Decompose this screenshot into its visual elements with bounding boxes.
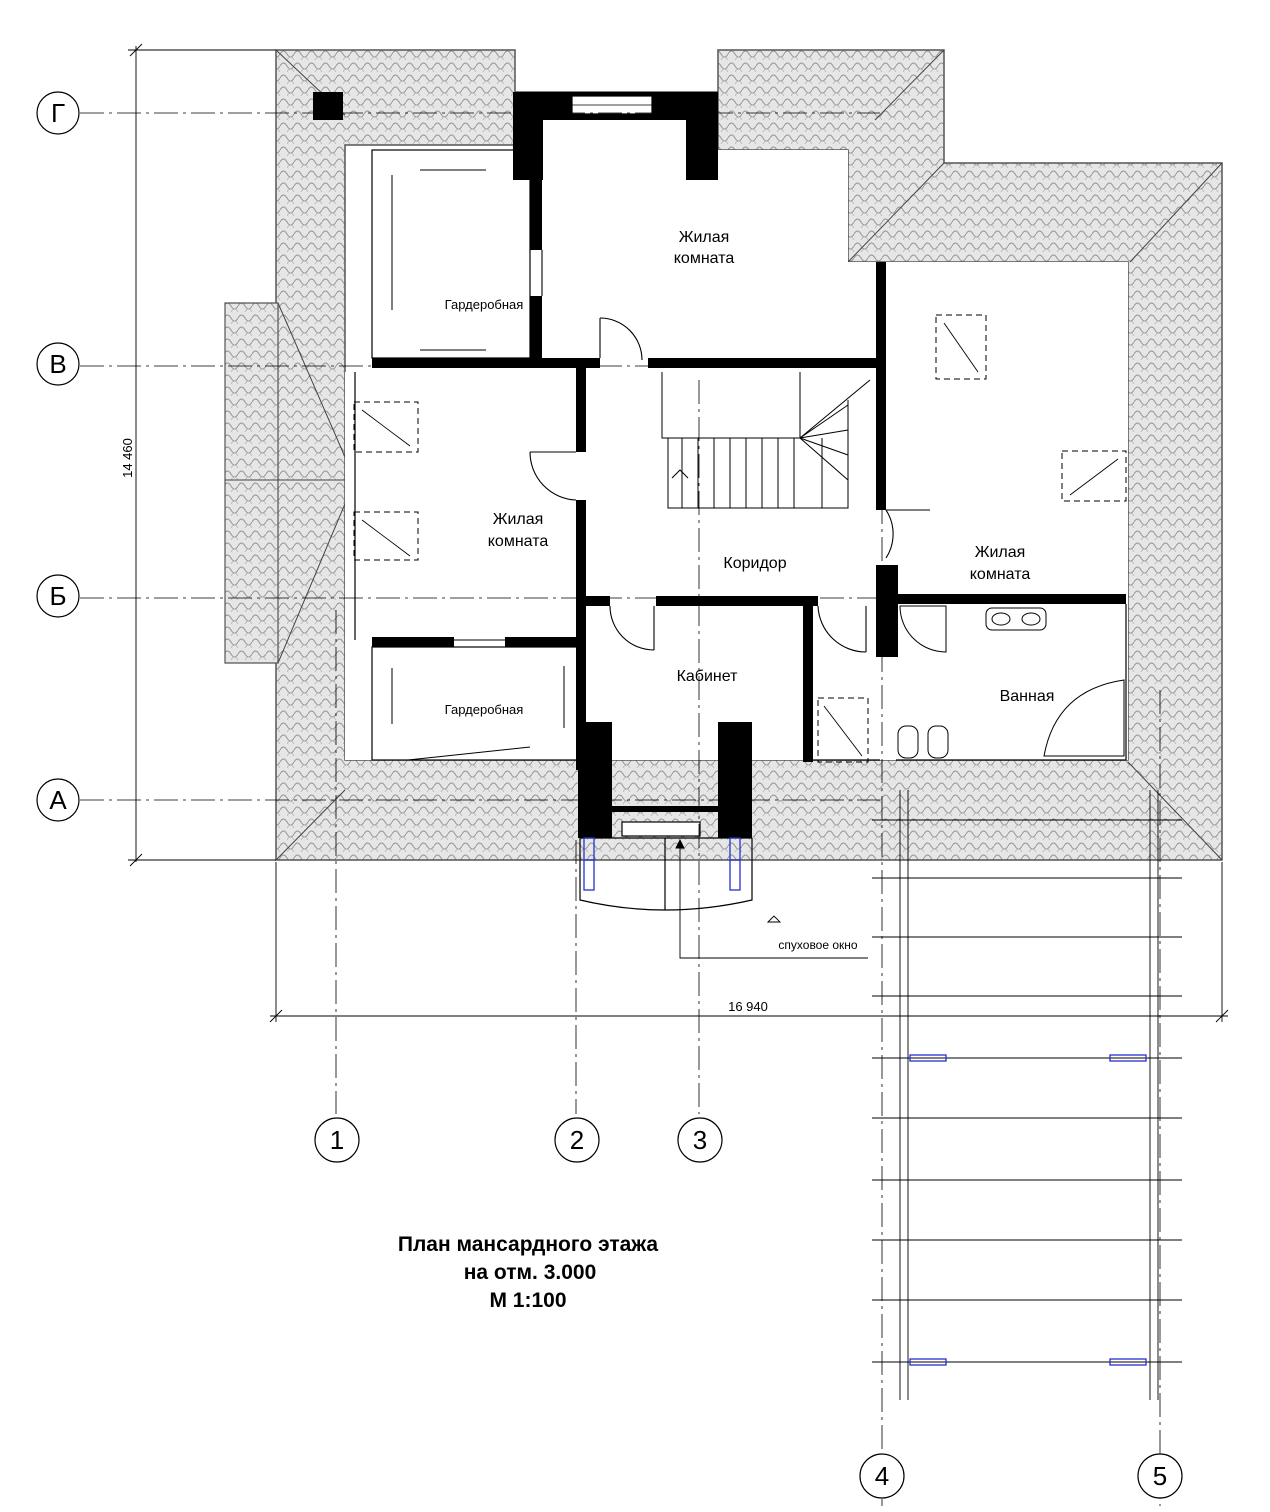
axis-bubble-col-1 — [314, 1117, 360, 1163]
doors — [454, 250, 930, 653]
room-living-right-line2: комната — [970, 566, 1031, 583]
top-window — [571, 95, 653, 115]
room-living-left-line2: комната — [488, 533, 549, 550]
axis-label-row-1: Г — [51, 98, 65, 128]
chimney-markers — [583, 837, 741, 891]
title-line-2: на отм. 3.000 — [464, 1261, 597, 1284]
skylight-diagonals — [361, 322, 1119, 757]
axis-bubble-row-4 — [36, 778, 80, 822]
room-study: Кабинет — [677, 668, 739, 685]
room-living-right-line1: Жилая — [975, 544, 1026, 561]
dormer-note: спуховое окно — [778, 938, 858, 952]
room-wardrobe-bottom: Гардеробная — [445, 702, 524, 717]
inner-lines — [354, 149, 1127, 761]
plan-title: План мансардного этажа на отм. 3.000 М 1… — [398, 1233, 659, 1312]
balcony — [579, 821, 753, 911]
axis-label-row-2: В — [49, 349, 66, 379]
room-living-top-line2: комната — [674, 250, 735, 267]
axis-label-col-3: 3 — [693, 1125, 707, 1155]
wardrobe-hangers — [391, 169, 565, 761]
title-line-3: М 1:100 — [489, 1289, 566, 1312]
room-bathroom: Ванная — [1000, 688, 1055, 705]
room-living-top-line1: Жилая — [679, 229, 730, 246]
axis-bubble-col-4 — [859, 1453, 905, 1499]
dormer-leader — [675, 838, 868, 959]
roof-outline — [224, 49, 1223, 861]
axis-bubble-col-2 — [554, 1117, 600, 1163]
room-living-left-line1: Жилая — [493, 511, 544, 528]
axis-lines — [80, 112, 1161, 1506]
room-wardrobe-top: Гардеробная — [445, 297, 524, 312]
axis-label-col-2: 2 — [570, 1125, 584, 1155]
axis-bubble-row-1 — [36, 91, 80, 135]
axis-bubble-col-5 — [1137, 1453, 1183, 1499]
title-line-1: План мансардного этажа — [398, 1233, 659, 1256]
axis-bubble-col-3 — [677, 1117, 723, 1163]
axis-bubble-row-3 — [36, 574, 80, 618]
axis-label-col-4: 4 — [875, 1461, 889, 1491]
axis-label-row-3: Б — [49, 581, 66, 611]
dimension-height: 14 460 — [120, 438, 135, 478]
axis-bubbles — [36, 91, 1183, 1499]
rafter-grid — [872, 790, 1182, 1400]
dimension-width: 16 940 — [728, 999, 768, 1014]
rafter-markers — [909, 1054, 1147, 1366]
skylights — [353, 314, 1127, 763]
axis-label-col-1: 1 — [330, 1125, 344, 1155]
dimension-lines — [128, 43, 1229, 1023]
axis-label-col-5: 5 — [1153, 1461, 1167, 1491]
axis-labels: Г В Б А 1 2 3 4 5 — [49, 98, 1167, 1491]
bathroom-fixtures — [897, 605, 1125, 759]
room-corridor: Коридор — [723, 555, 786, 572]
room-labels: Жилая комната Жилая комната Жилая комнат… — [445, 229, 1055, 717]
staircase — [661, 372, 871, 509]
axis-bubble-row-2 — [36, 342, 80, 386]
axis-label-row-4: А — [49, 785, 67, 815]
